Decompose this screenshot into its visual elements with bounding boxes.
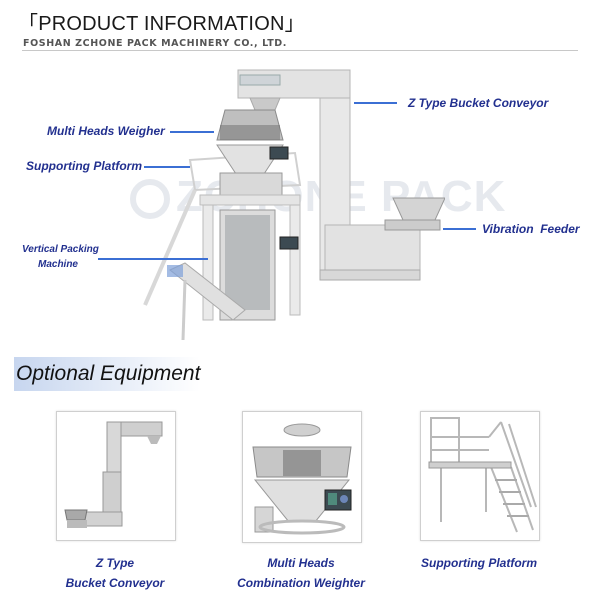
company-name: FOSHAN ZCHONE PACK MACHINERY CO., LTD. <box>23 38 287 49</box>
leader-line-feeder <box>443 228 476 230</box>
leader-line-platform <box>144 166 190 168</box>
caption-bucket-conveyor: Z Type Bucket Conveyor <box>65 556 165 590</box>
page-title: 「PRODUCT INFORMATION」 <box>18 13 305 35</box>
label-vertical-packing-machine: Vertical Packing Machine <box>22 244 99 270</box>
header-divider <box>22 50 578 51</box>
multihead-weigher-icon <box>252 423 352 535</box>
section-heading: Optional Equipment <box>16 362 201 385</box>
caption-supporting-platform: Supporting Platform <box>421 556 537 570</box>
label-multi-heads-weigher: Multi Heads Weigher <box>47 124 165 138</box>
caption-multihead-weigher: Multi Heads Combination Weighter <box>237 556 365 590</box>
gear-logo-icon <box>130 179 170 220</box>
bucket-conveyor-image <box>56 411 176 541</box>
packing-system-image <box>143 69 445 340</box>
section-banner <box>14 357 200 391</box>
label-vibration-feeder: Vibration Feeder <box>482 222 580 236</box>
leader-line-conveyor <box>354 102 397 104</box>
supporting-platform-image <box>420 411 540 541</box>
leader-line-weigher <box>170 131 214 133</box>
leader-line-packing-machine <box>98 258 208 260</box>
multihead-weigher-image <box>242 411 362 543</box>
label-supporting-platform: Supporting Platform <box>26 159 142 173</box>
supporting-platform-icon <box>428 417 537 533</box>
bucket-conveyor-icon <box>64 421 163 528</box>
label-z-type-bucket-conveyor: Z Type Bucket Conveyor <box>408 96 549 110</box>
